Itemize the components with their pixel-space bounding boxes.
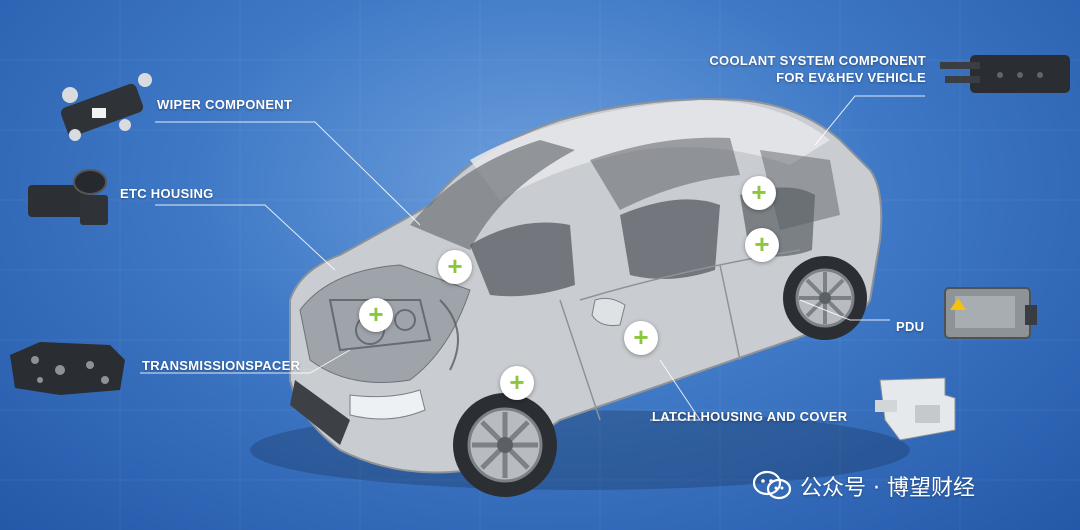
latch-housing-label: LATCH HOUSING AND COVER xyxy=(652,409,848,424)
coolant-label-line-2: FOR EV&HEV VEHICLE xyxy=(776,70,926,85)
plus-icon: + xyxy=(509,367,525,397)
watermark-text: 公众号 · 博望财经 xyxy=(800,476,975,501)
hotspot-coolant[interactable]: + xyxy=(742,176,776,210)
coolant-component-image xyxy=(940,55,1070,93)
transmission-spacer-label: TRANSMISSIONSPACER xyxy=(142,358,301,373)
etc-housing-label: ETC HOUSING xyxy=(120,186,214,201)
plus-icon: + xyxy=(633,322,649,352)
coolant-label-line-1: COOLANT SYSTEM COMPONENT xyxy=(709,53,926,68)
transmission-spacer-image xyxy=(10,342,125,395)
plus-icon: + xyxy=(751,177,767,207)
plus-icon: + xyxy=(447,251,463,281)
pdu-label: PDU xyxy=(896,319,925,334)
latch-housing-image xyxy=(875,377,956,441)
hotspot-pdu[interactable]: + xyxy=(745,228,779,262)
wiper-component-label: WIPER COMPONENT xyxy=(157,97,293,112)
hotspot-wiper[interactable]: + xyxy=(438,250,472,284)
pdu-image xyxy=(944,287,1037,339)
etc-housing-image xyxy=(28,169,108,225)
hotspot-engine[interactable]: + xyxy=(359,298,393,332)
plus-icon: + xyxy=(754,229,770,259)
wechat-icon xyxy=(752,470,792,500)
watermark: 公众号 · 博望财经 xyxy=(752,470,975,502)
hotspot-latch[interactable]: + xyxy=(624,321,658,355)
car-illustration xyxy=(250,98,910,497)
plus-icon: + xyxy=(368,299,384,329)
coolant-system-label: COOLANT SYSTEM COMPONENT FOR EV&HEV VEHI… xyxy=(692,52,926,86)
wiper-component-image xyxy=(60,73,152,141)
hotspot-transmission[interactable]: + xyxy=(500,366,534,400)
